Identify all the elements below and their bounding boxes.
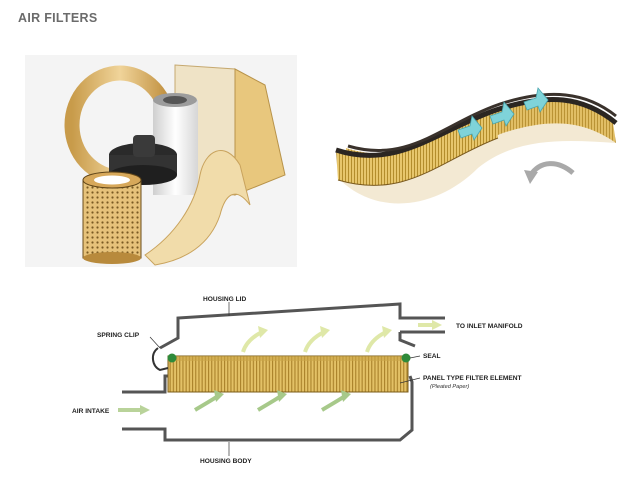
label-housing-body: HOUSING BODY	[200, 458, 252, 465]
grey-arrow	[524, 170, 538, 184]
seal-left	[167, 353, 177, 363]
filter-element	[167, 355, 409, 393]
outlet-arrows	[241, 330, 387, 353]
spring-clip	[152, 347, 169, 372]
seal-right	[401, 353, 411, 363]
airflow-arrows	[457, 87, 549, 141]
label-inlet-manifold: TO INLET MANIFOLD	[456, 323, 523, 330]
label-filter-element: PANEL TYPE FILTER ELEMENT	[423, 375, 522, 382]
label-air-intake: AIR INTAKE	[72, 408, 110, 415]
label-filter-element-note: (Pleated Paper)	[430, 384, 469, 390]
cross-section-diagram: HOUSING LID SPRING CLIP TO INLET MANIFOL…	[0, 280, 633, 478]
cylinder-filter	[82, 179, 142, 259]
label-housing-lid: HOUSING LID	[203, 296, 246, 303]
label-seal: SEAL	[423, 353, 441, 360]
label-spring-clip: SPRING CLIP	[97, 332, 140, 339]
panel-filter-illustration	[318, 68, 618, 238]
air-filters-photo	[25, 55, 297, 267]
page-title: AIR FILTERS	[18, 11, 98, 25]
